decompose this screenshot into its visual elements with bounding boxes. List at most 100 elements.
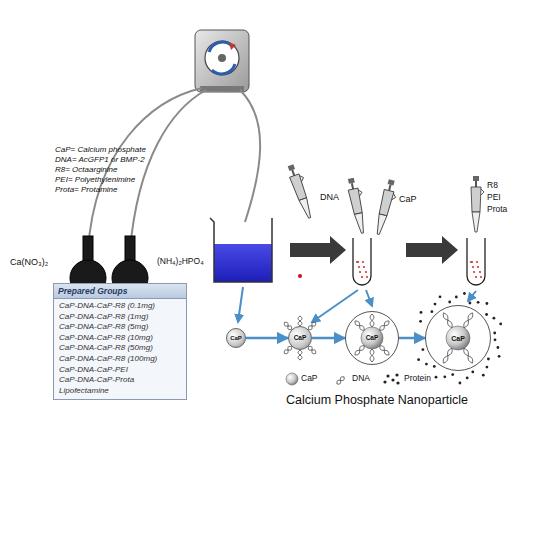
definition-text: DNA= AcGFP1 or BMP-2 bbox=[55, 155, 145, 164]
particle-dot bbox=[473, 271, 475, 273]
label: (NH₄)₂HPO₄ bbox=[157, 257, 204, 267]
dna-strand bbox=[464, 348, 473, 363]
particle-dot bbox=[476, 261, 478, 263]
protein-dot bbox=[493, 317, 496, 320]
protein-dot bbox=[451, 373, 454, 376]
dna-strand bbox=[298, 350, 302, 360]
label: CaP bbox=[399, 194, 417, 204]
label: Ca(NO₃)₂ bbox=[10, 257, 48, 267]
protein-dot bbox=[499, 323, 502, 326]
protein-dot bbox=[433, 365, 436, 368]
protein-dot bbox=[497, 346, 500, 349]
definition-text: Prota= Protamine bbox=[55, 185, 117, 194]
step-arrow bbox=[312, 337, 345, 340]
list-item: CaP-DNA-CaP-R8 (0.1mg) bbox=[54, 301, 186, 312]
dna-strand bbox=[308, 346, 315, 353]
list-item: CaP-DNA-CaP-PEI bbox=[54, 365, 186, 376]
list-box: Prepared GroupsCaP-DNA-CaP-R8 (0.1mg)CaP… bbox=[53, 283, 187, 400]
particle-dot bbox=[356, 261, 358, 263]
particle-dot bbox=[471, 261, 473, 263]
pipette bbox=[286, 163, 317, 220]
dna-strand bbox=[443, 313, 452, 328]
protein-dot bbox=[448, 301, 451, 304]
legend-text: CaP bbox=[301, 374, 318, 384]
dna-strand bbox=[443, 348, 452, 363]
protein-dot bbox=[439, 295, 442, 298]
particle-dot bbox=[366, 276, 368, 278]
pipette bbox=[346, 177, 370, 234]
legend-protein-icon bbox=[383, 373, 399, 384]
protein-dot bbox=[469, 302, 472, 305]
list-item: CaP-DNA-CaP-R8 (100mg) bbox=[54, 354, 186, 365]
nanoparticle: CaP bbox=[345, 311, 399, 365]
protein-dot bbox=[417, 358, 420, 361]
dna-strand bbox=[337, 377, 344, 384]
legend-text: Protein bbox=[404, 374, 431, 384]
flow-arrow bbox=[238, 287, 476, 322]
step-arrow bbox=[246, 337, 288, 340]
list-heading: Prepared Groups bbox=[54, 284, 186, 299]
pump bbox=[195, 30, 249, 92]
process-arrow bbox=[406, 236, 458, 264]
dna-strand bbox=[370, 314, 374, 327]
protein-dot bbox=[493, 332, 496, 335]
protein-dot bbox=[486, 366, 489, 369]
protein-dot bbox=[466, 377, 469, 380]
list-item: CaP-DNA-CaP-R8 (1mg) bbox=[54, 312, 186, 323]
particle-dot bbox=[359, 271, 361, 273]
particle-dot bbox=[358, 266, 360, 268]
protein-dot bbox=[435, 376, 438, 379]
protein-dot bbox=[498, 355, 501, 358]
pipette bbox=[373, 179, 399, 236]
label: Prota bbox=[487, 205, 507, 215]
protein-dot bbox=[459, 382, 462, 385]
cap-core bbox=[361, 327, 383, 349]
protein-dot bbox=[434, 303, 437, 306]
particle-dot bbox=[357, 261, 359, 263]
process-arrow bbox=[290, 236, 346, 264]
legend-cap-icon bbox=[286, 373, 298, 385]
label: DNA bbox=[320, 192, 339, 202]
protein-dots bbox=[417, 292, 502, 384]
step-arrow bbox=[399, 337, 425, 340]
list-item: Lipofectamine bbox=[54, 386, 186, 397]
sphere-label: CaP bbox=[451, 335, 465, 342]
dna-strand bbox=[380, 321, 389, 330]
sphere-label: CaP bbox=[294, 335, 307, 342]
protein-dot bbox=[425, 363, 428, 366]
dna-strand bbox=[284, 322, 291, 329]
particle-dot bbox=[479, 271, 481, 273]
cap-sphere: CaP bbox=[226, 328, 246, 348]
particle-dot bbox=[365, 271, 367, 273]
particle-dot bbox=[470, 261, 472, 263]
protein-dot bbox=[419, 320, 422, 323]
protein-dot bbox=[463, 292, 466, 295]
dna-strand bbox=[284, 346, 291, 353]
sphere-label: CaP bbox=[366, 335, 379, 342]
definition-text: CaP= Calcium phosphate bbox=[55, 145, 146, 154]
figure-title: Calcium Phosphate Nanoparticle bbox=[286, 393, 468, 407]
protein-dot bbox=[420, 311, 423, 314]
dna-strand bbox=[355, 321, 364, 330]
particle-dot bbox=[363, 266, 365, 268]
protein-dot bbox=[482, 374, 485, 377]
dna-strands bbox=[284, 313, 472, 363]
protein-dot bbox=[471, 371, 474, 374]
legend-dna-icon bbox=[337, 377, 344, 384]
protein-dot bbox=[431, 310, 434, 313]
dot bbox=[298, 274, 302, 278]
dna-strand bbox=[355, 346, 364, 355]
sphere-label: CaP bbox=[230, 335, 242, 341]
protein-dot bbox=[455, 296, 458, 299]
protein-dot bbox=[487, 358, 490, 361]
protein-dot bbox=[422, 348, 425, 351]
list-item: CaP-DNA-CaP-R8 (50mg) bbox=[54, 343, 186, 354]
particle-dot bbox=[477, 266, 479, 268]
protein-dot bbox=[486, 302, 489, 305]
definition-text: R8= Octaarginine bbox=[55, 165, 117, 174]
test-tube bbox=[353, 238, 485, 285]
particles bbox=[356, 261, 482, 278]
particle-dot bbox=[475, 276, 477, 278]
cap-core bbox=[446, 326, 470, 350]
